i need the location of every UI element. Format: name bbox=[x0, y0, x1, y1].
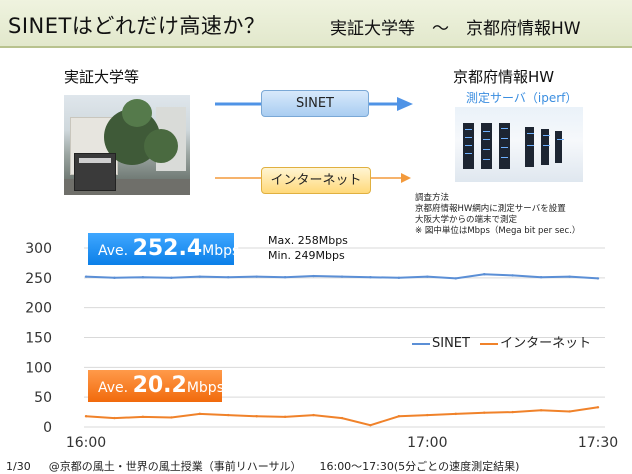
method-note-line: 調査方法 bbox=[415, 193, 450, 203]
max-min-text: Max. 258Mbps Min. 249Mbps bbox=[268, 233, 348, 263]
data-point bbox=[369, 424, 372, 427]
data-point bbox=[511, 410, 514, 414]
data-point bbox=[227, 276, 230, 279]
data-point bbox=[141, 276, 145, 279]
server-photo bbox=[455, 107, 583, 182]
method-note: 調査方法 京都府情報HW網内に測定サーバを設置 大阪大学からの端末で測定 ※ 図… bbox=[415, 193, 580, 237]
legend-sinet-swatch bbox=[412, 342, 430, 345]
min-text: Min. 249Mbps bbox=[268, 249, 345, 262]
ave-unit: Mbps bbox=[186, 380, 224, 396]
method-note-line: 京都府情報HW網内に測定サーバを設置 bbox=[415, 204, 566, 214]
y-tick-label: 100 bbox=[25, 360, 52, 376]
y-tick-label: 50 bbox=[34, 390, 52, 406]
data-point bbox=[454, 412, 457, 416]
data-point bbox=[397, 276, 401, 280]
data-point bbox=[340, 275, 344, 278]
data-point bbox=[227, 413, 230, 417]
max-text: Max. 258Mbps bbox=[268, 234, 348, 247]
footer: 1/30 @京都の風土・世界の風土授業（事前リハーサル） 16:00～17:30(5… bbox=[6, 458, 537, 474]
data-point bbox=[141, 415, 145, 419]
ave-internet-value: 20.2 bbox=[132, 373, 187, 398]
legend-sinet-label: SINET bbox=[432, 336, 470, 351]
data-point bbox=[255, 415, 258, 418]
data-point bbox=[113, 276, 116, 280]
data-point bbox=[312, 274, 315, 278]
data-point bbox=[283, 415, 287, 419]
data-point bbox=[426, 413, 429, 417]
page-subtitle: 実証大学等 ～ 京都府情報HW bbox=[330, 19, 581, 39]
ave-internet-banner: Ave. 20.2Mbps bbox=[88, 370, 224, 402]
data-point bbox=[283, 276, 287, 279]
series-line-internet bbox=[85, 406, 599, 427]
ave-unit: Mbps bbox=[202, 243, 240, 259]
data-point bbox=[113, 416, 116, 420]
data-point bbox=[312, 413, 315, 417]
method-note-line: 大阪大学からの端末で測定 bbox=[415, 215, 518, 225]
x-tick-label: 17:30 bbox=[578, 435, 618, 451]
y-tick-label: 250 bbox=[25, 271, 52, 287]
legend-internet-swatch bbox=[480, 342, 499, 345]
data-point bbox=[426, 275, 429, 278]
event-name: @京都の風土・世界の風土授業（事前リハーサル） bbox=[48, 460, 302, 473]
data-point bbox=[539, 276, 543, 279]
server-caption: 測定サーバ（iperf） bbox=[466, 91, 578, 105]
data-point bbox=[568, 410, 571, 413]
y-tick-label: 0 bbox=[43, 420, 52, 436]
data-point bbox=[397, 415, 401, 418]
page-number: 1/30 bbox=[6, 460, 31, 473]
page-title: SINETはどれだけ高速か？ bbox=[8, 14, 266, 38]
y-tick-label: 200 bbox=[25, 301, 52, 317]
data-point bbox=[84, 415, 88, 418]
data-point bbox=[454, 277, 457, 280]
title-bar: SINETはどれだけ高速か？ 実証大学等 ～ 京都府情報HW bbox=[0, 0, 632, 48]
x-tick-label: 17:00 bbox=[407, 435, 447, 451]
data-point bbox=[596, 277, 600, 280]
data-point bbox=[170, 416, 173, 419]
data-point bbox=[483, 273, 486, 276]
internet-label-box: インターネット bbox=[261, 167, 371, 194]
data-point bbox=[198, 275, 201, 278]
ave-sinet-banner: Ave. 252.4Mbps bbox=[88, 233, 239, 265]
method-note-line: ※ 図中単位はMbps（Mega bit per sec.） bbox=[415, 226, 581, 236]
sinet-label-box: SINET bbox=[261, 90, 369, 117]
legend-internet-label: インターネット bbox=[500, 336, 592, 351]
chart-legend: SINET インターネット bbox=[412, 332, 591, 351]
data-point bbox=[369, 276, 372, 279]
dest-label: 京都府情報HW bbox=[453, 68, 555, 86]
ave-prefix: Ave. bbox=[98, 243, 133, 259]
data-point bbox=[596, 406, 600, 409]
y-tick-label: 150 bbox=[25, 331, 52, 347]
data-point bbox=[568, 275, 571, 278]
ave-sinet-value: 252.4 bbox=[132, 236, 203, 261]
data-point bbox=[255, 275, 258, 278]
data-point bbox=[340, 416, 344, 420]
x-tick-label: 16:00 bbox=[66, 435, 106, 451]
data-point bbox=[84, 275, 88, 278]
y-tick-label: 300 bbox=[25, 241, 52, 257]
source-label: 実証大学等 bbox=[64, 68, 140, 86]
data-point bbox=[198, 412, 201, 416]
data-point bbox=[539, 409, 543, 412]
ave-prefix: Ave. bbox=[98, 380, 133, 396]
data-point bbox=[170, 276, 173, 280]
time-range: 16:00～17:30(5分ごとの速度測定結果) bbox=[319, 460, 520, 473]
data-point bbox=[511, 274, 514, 277]
data-point bbox=[483, 411, 486, 414]
campus-photo bbox=[64, 95, 190, 195]
